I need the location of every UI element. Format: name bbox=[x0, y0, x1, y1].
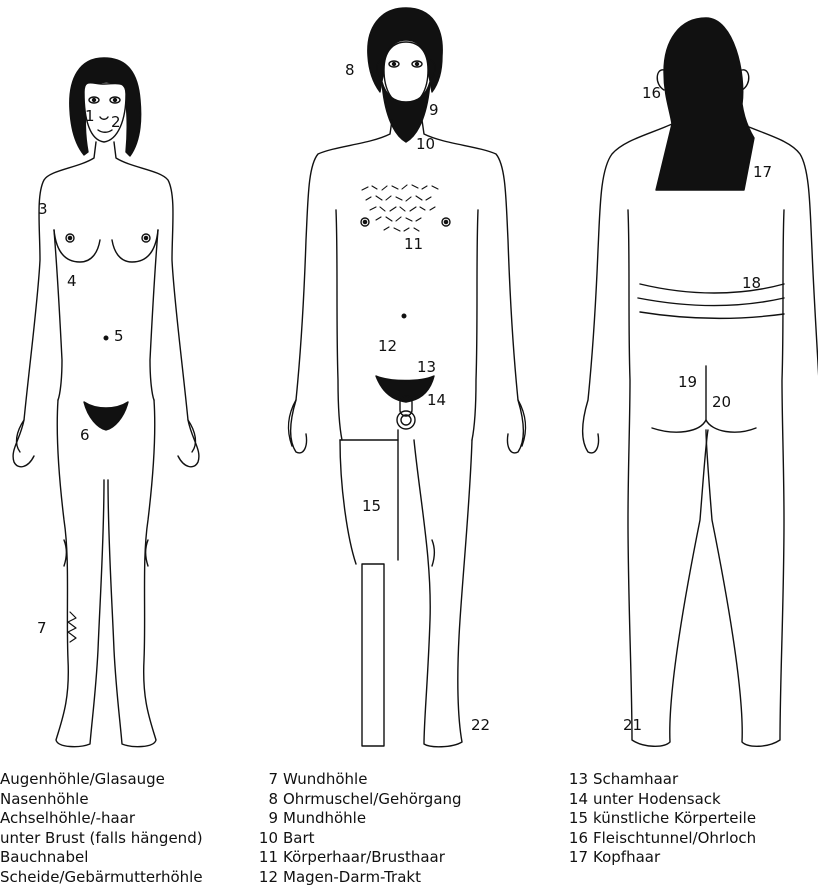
legend-item: 2Nasenhöhle bbox=[0, 790, 203, 810]
label-12: 12 bbox=[378, 337, 397, 355]
figure-back bbox=[583, 18, 818, 746]
label-4: 4 bbox=[67, 272, 77, 290]
label-17: 17 bbox=[753, 163, 772, 181]
label-7: 7 bbox=[37, 619, 47, 637]
label-2: 2 bbox=[111, 113, 121, 131]
label-11: 11 bbox=[404, 235, 423, 253]
label-21: 21 bbox=[623, 716, 642, 734]
label-3: 3 bbox=[38, 200, 48, 218]
label-18: 18 bbox=[742, 274, 761, 292]
label-14: 14 bbox=[427, 391, 446, 409]
label-9: 9 bbox=[429, 101, 439, 119]
male-pubic-hair bbox=[376, 376, 434, 402]
label-10: 10 bbox=[416, 135, 435, 153]
label-1: 1 bbox=[85, 107, 95, 125]
back-hair bbox=[656, 18, 754, 190]
label-5: 5 bbox=[114, 327, 124, 345]
legend-item: 5Bauchnabel bbox=[0, 848, 203, 868]
legend-item: 1Augenhöhle/Glasauge bbox=[0, 770, 203, 790]
label-19: 19 bbox=[678, 373, 697, 391]
label-13: 13 bbox=[417, 358, 436, 376]
legend-column-1: 1Augenhöhle/Glasauge 2Nasenhöhle 3Achsel… bbox=[0, 770, 203, 887]
female-figure-front bbox=[13, 58, 199, 747]
chest-hair bbox=[362, 185, 438, 231]
label-6: 6 bbox=[80, 426, 90, 444]
female-pubic-hair bbox=[84, 402, 128, 430]
body-figure-diagram: 1 2 3 4 5 6 7 8 9 10 11 12 13 14 15 16 1… bbox=[0, 0, 818, 760]
legend-item: 6Scheide/Gebärmutterhöhle bbox=[0, 868, 203, 887]
male-figure-front bbox=[289, 8, 526, 747]
label-15: 15 bbox=[362, 497, 381, 515]
legend-item: 3Achselhöhle/-haar bbox=[0, 809, 203, 829]
label-16: 16 bbox=[642, 84, 661, 102]
label-20: 20 bbox=[712, 393, 731, 411]
label-22: 22 bbox=[471, 716, 490, 734]
label-8: 8 bbox=[345, 61, 355, 79]
